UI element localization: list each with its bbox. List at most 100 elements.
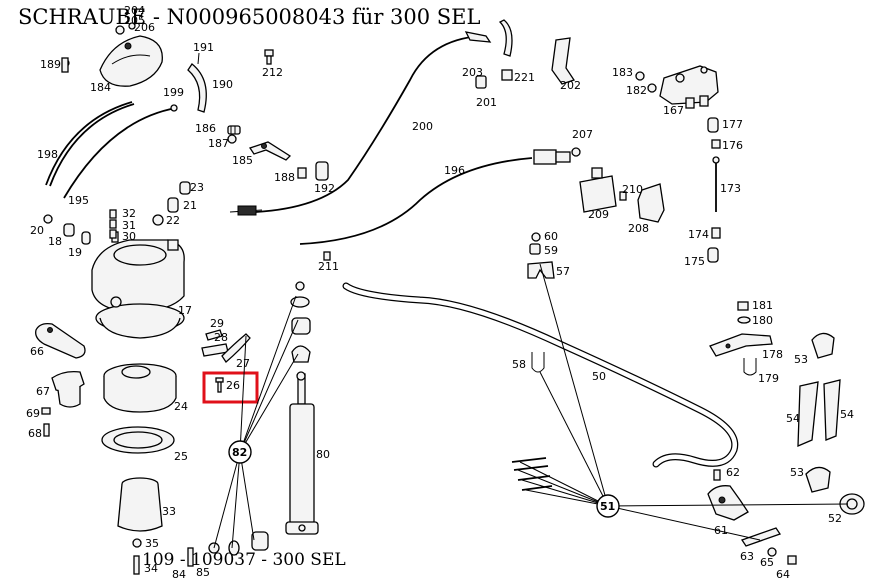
boot-33[interactable] bbox=[117, 477, 163, 532]
clip-211[interactable] bbox=[323, 251, 331, 261]
fitting-21[interactable] bbox=[167, 197, 179, 213]
clamp-53-bottom[interactable] bbox=[805, 466, 831, 493]
bracket-27[interactable] bbox=[221, 333, 251, 363]
washer-stack[interactable] bbox=[290, 281, 311, 363]
label-182: 182 bbox=[626, 84, 647, 97]
rod-173[interactable] bbox=[712, 156, 720, 212]
stabilizer-bar-50[interactable] bbox=[342, 282, 739, 468]
washer-60[interactable] bbox=[531, 232, 541, 242]
mount-67[interactable] bbox=[51, 370, 85, 408]
bracket-202[interactable] bbox=[551, 37, 576, 85]
cable-196[interactable] bbox=[299, 157, 533, 245]
label-50: 50 bbox=[592, 370, 606, 383]
washer-35[interactable] bbox=[132, 538, 142, 548]
bolt-212[interactable] bbox=[264, 49, 274, 65]
sensor-209[interactable] bbox=[579, 167, 617, 213]
bolt-62[interactable] bbox=[713, 469, 721, 481]
cable-200[interactable] bbox=[255, 35, 481, 213]
label-195: 195 bbox=[68, 194, 89, 207]
label-211: 211 bbox=[318, 260, 339, 273]
label-189: 189 bbox=[40, 58, 61, 71]
fitting-19[interactable] bbox=[81, 231, 91, 245]
fitting-176[interactable] bbox=[711, 139, 721, 149]
washer-183[interactable] bbox=[635, 71, 645, 81]
clip-190[interactable] bbox=[187, 63, 207, 113]
washer-187[interactable] bbox=[227, 134, 237, 144]
fitting-30[interactable] bbox=[109, 229, 117, 239]
callout-51[interactable]: 51 bbox=[596, 494, 620, 518]
label-205: 205 bbox=[124, 14, 145, 27]
bolt-34[interactable] bbox=[133, 555, 140, 575]
washer-180[interactable] bbox=[737, 316, 751, 324]
label-29: 29 bbox=[210, 317, 224, 330]
link-178[interactable] bbox=[709, 333, 773, 357]
screw-26[interactable] bbox=[215, 377, 224, 393]
washer-85b[interactable] bbox=[228, 540, 240, 556]
nut-181[interactable] bbox=[737, 301, 749, 311]
u-bolt-58[interactable] bbox=[531, 352, 545, 373]
label-59: 59 bbox=[544, 244, 558, 257]
label-178: 178 bbox=[762, 348, 783, 361]
washer-69[interactable] bbox=[41, 407, 51, 415]
washer-22[interactable] bbox=[152, 214, 164, 226]
label-22: 22 bbox=[166, 214, 180, 227]
mount-66[interactable] bbox=[35, 322, 86, 359]
valve-167[interactable] bbox=[659, 65, 719, 109]
reservoir-17[interactable] bbox=[91, 231, 185, 339]
lever-185[interactable] bbox=[248, 141, 292, 161]
label-174: 174 bbox=[688, 228, 709, 241]
label-183: 183 bbox=[612, 66, 633, 79]
label-64: 64 bbox=[776, 568, 790, 581]
bushing-59[interactable] bbox=[529, 243, 541, 255]
clamp-54-left[interactable] bbox=[797, 381, 819, 448]
bolts-51-set[interactable] bbox=[511, 457, 553, 491]
ring-25[interactable] bbox=[101, 426, 175, 454]
nut-65[interactable] bbox=[767, 547, 777, 557]
bushing-192[interactable] bbox=[315, 161, 329, 181]
label-68: 68 bbox=[28, 427, 42, 440]
callout-82[interactable]: 82 bbox=[228, 440, 252, 464]
label-192: 192 bbox=[314, 182, 335, 195]
fitting-18[interactable] bbox=[63, 223, 75, 237]
nut-174[interactable] bbox=[711, 227, 721, 239]
u-bolt-179[interactable] bbox=[743, 358, 757, 376]
bolt-68[interactable] bbox=[43, 423, 50, 437]
label-69: 69 bbox=[26, 407, 40, 420]
bolt-84[interactable] bbox=[187, 547, 194, 567]
label-210: 210 bbox=[622, 183, 643, 196]
nut-182[interactable] bbox=[647, 83, 657, 93]
bolt-64[interactable] bbox=[787, 555, 797, 565]
label-198: 198 bbox=[37, 148, 58, 161]
nut-201[interactable] bbox=[475, 75, 487, 89]
clamp-53-top[interactable] bbox=[811, 332, 835, 359]
bushing-221[interactable] bbox=[501, 69, 513, 81]
bracket-208[interactable] bbox=[637, 183, 665, 223]
label-27: 27 bbox=[236, 357, 250, 370]
fitting-20[interactable] bbox=[43, 214, 53, 224]
label-85: 85 bbox=[196, 566, 210, 579]
bushing-85c[interactable] bbox=[251, 531, 269, 551]
nut-188[interactable] bbox=[297, 167, 307, 179]
clip-29[interactable] bbox=[205, 329, 223, 341]
fitting-31[interactable] bbox=[109, 219, 117, 229]
link-61[interactable] bbox=[707, 485, 749, 521]
label-180: 180 bbox=[752, 314, 773, 327]
fitting-23[interactable] bbox=[179, 181, 191, 195]
bar-63[interactable] bbox=[740, 527, 782, 547]
screw-210[interactable] bbox=[619, 191, 627, 201]
spring-186[interactable] bbox=[227, 125, 241, 135]
connector-207[interactable] bbox=[533, 147, 581, 165]
cable-195[interactable] bbox=[63, 107, 177, 199]
rod-198[interactable] bbox=[45, 101, 133, 186]
bracket-assembly-184[interactable] bbox=[61, 22, 163, 87]
bracket-57[interactable] bbox=[527, 261, 555, 279]
shock-absorber-80[interactable] bbox=[285, 371, 319, 535]
fitting-177[interactable] bbox=[707, 117, 719, 133]
buffer-24[interactable] bbox=[103, 363, 177, 413]
lever-203[interactable] bbox=[464, 19, 513, 57]
label-25: 25 bbox=[174, 450, 188, 463]
fitting-32[interactable] bbox=[109, 209, 117, 219]
fitting-175[interactable] bbox=[707, 247, 719, 263]
clamp-54-right[interactable] bbox=[823, 379, 841, 441]
